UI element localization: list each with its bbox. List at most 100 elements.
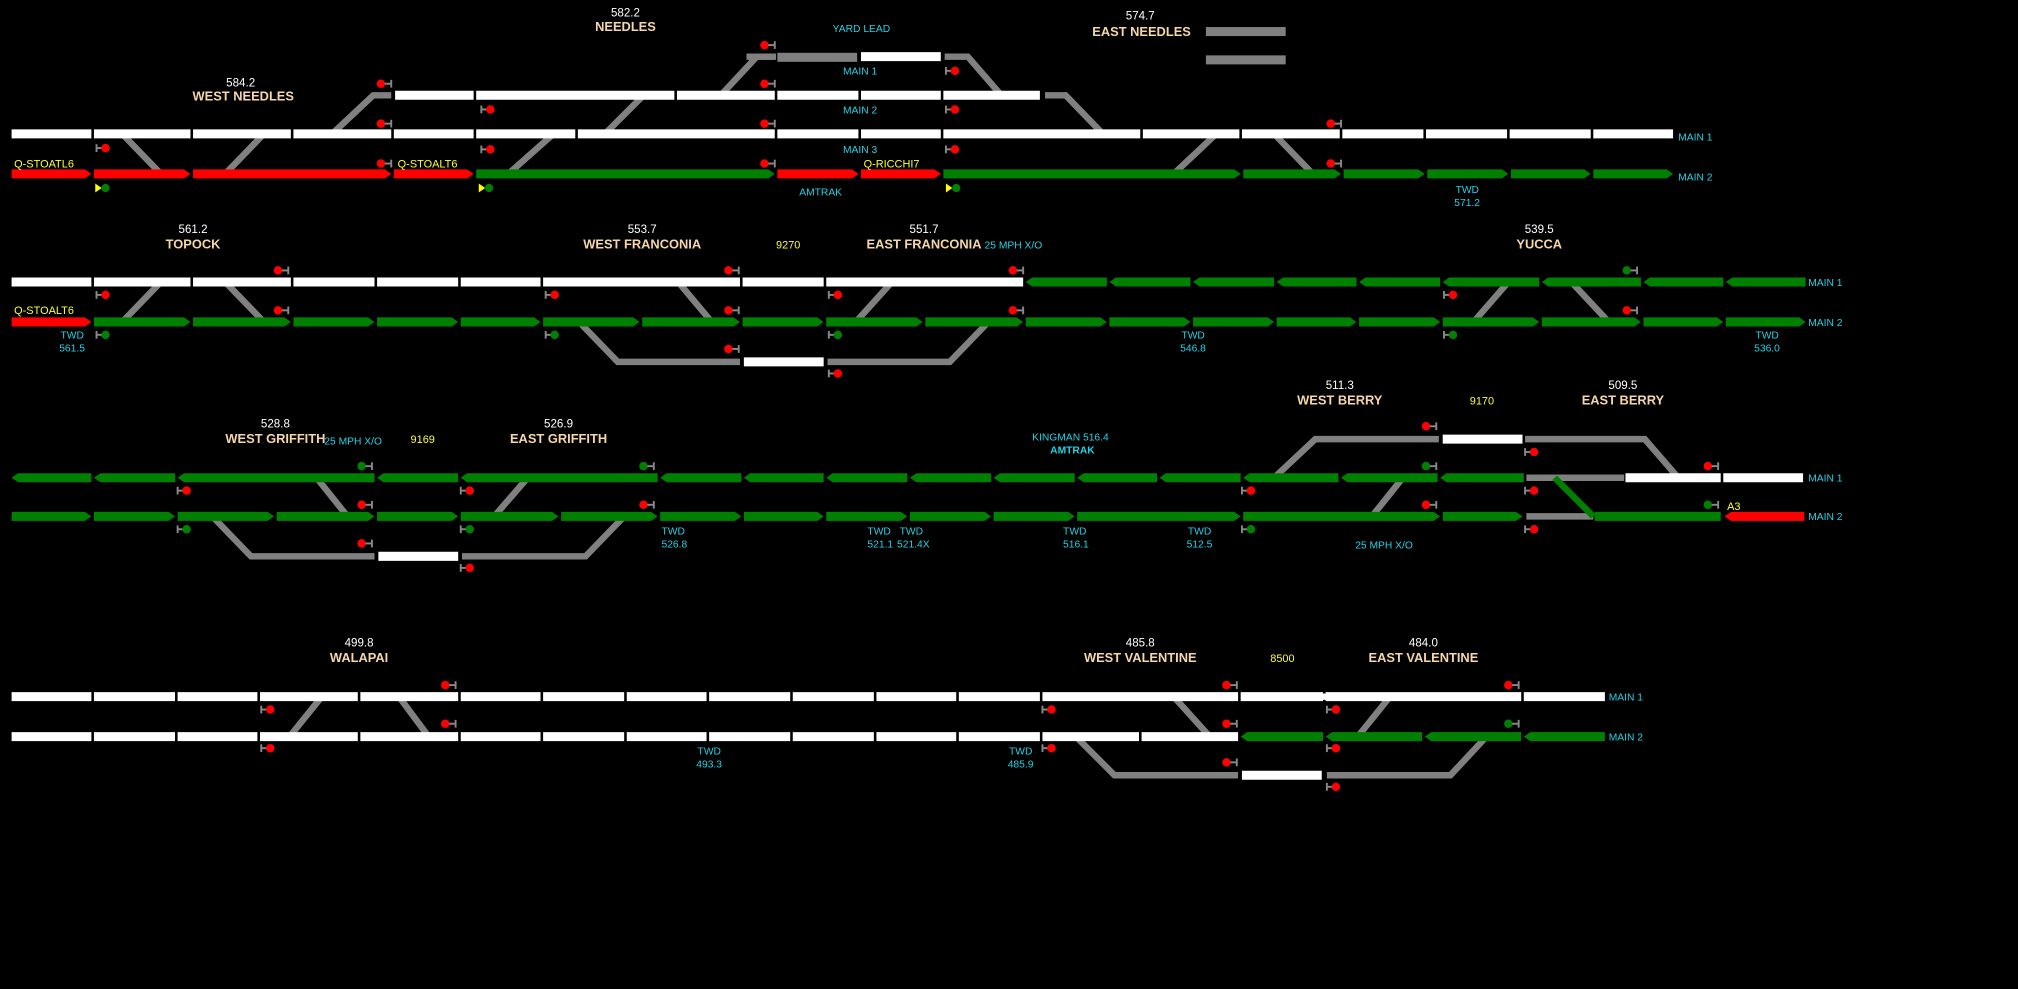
track-segment[interactable]: [860, 52, 941, 62]
station-east-franconia[interactable]: EAST FRANCONIA: [867, 237, 982, 252]
track-segment[interactable]: [1141, 732, 1239, 742]
crossover-switch[interactable]: [718, 53, 774, 98]
track-segment[interactable]: [993, 473, 1075, 483]
track-segment[interactable]: [1109, 277, 1191, 287]
station-east-griffith[interactable]: EAST GRIFFITH: [510, 431, 607, 446]
crossover-switch[interactable]: [1471, 279, 1511, 325]
crossover-switch[interactable]: [1045, 92, 1106, 137]
track-segment[interactable]: [1510, 169, 1591, 179]
track-segment[interactable]: [943, 90, 1040, 100]
track-segment[interactable]: [377, 473, 459, 483]
track-segment[interactable]: [460, 692, 541, 702]
track-segment[interactable]: [1342, 129, 1424, 139]
track-segment[interactable]: [1440, 473, 1524, 483]
track-segment[interactable]: [777, 90, 859, 100]
track-segment[interactable]: [476, 90, 675, 100]
train-tag-q-stoatl6[interactable]: Q-STOATL6: [14, 158, 74, 170]
track-segment[interactable]: [777, 169, 859, 179]
crossover-switch[interactable]: [827, 319, 991, 366]
signal-stop-icon[interactable]: [1443, 290, 1458, 300]
track-segment[interactable]: [1427, 169, 1509, 179]
track-segment[interactable]: [93, 511, 176, 521]
signal-stop-icon[interactable]: [273, 306, 290, 315]
crossover-switch[interactable]: [1073, 734, 1239, 779]
track-segment[interactable]: [11, 317, 92, 327]
track-segment[interactable]: [1442, 317, 1540, 327]
track-segment[interactable]: [1523, 692, 1605, 702]
signal-stop-icon[interactable]: [1524, 486, 1539, 495]
track-segment[interactable]: [826, 511, 908, 521]
track-segment[interactable]: [259, 692, 358, 702]
signal-clear-icon[interactable]: [459, 525, 474, 534]
signal-stop-icon[interactable]: [1222, 680, 1238, 690]
signal-approach-icon[interactable]: [478, 183, 494, 193]
track-segment[interactable]: [826, 473, 908, 483]
track-segment[interactable]: [1724, 511, 1805, 521]
signal-stop-icon[interactable]: [1008, 306, 1025, 315]
track-segment[interactable]: [11, 277, 92, 287]
crossover-switch[interactable]: [1569, 279, 1612, 325]
track-segment[interactable]: [943, 169, 1241, 179]
track-segment[interactable]: [93, 129, 191, 139]
crossover-switch[interactable]: [222, 279, 267, 325]
signal-stop-icon[interactable]: [544, 290, 559, 300]
crossover-switch[interactable]: [119, 131, 164, 177]
signal-stop-icon[interactable]: [1041, 705, 1056, 714]
crossover-switch[interactable]: [853, 279, 895, 325]
track-segment[interactable]: [1025, 277, 1107, 287]
track-segment[interactable]: [1523, 732, 1605, 742]
station-west-franconia[interactable]: WEST FRANCONIA: [583, 237, 701, 252]
signal-approach-icon[interactable]: [95, 183, 110, 193]
track-segment[interactable]: [1025, 317, 1107, 327]
station-west-berry[interactable]: WEST BERRY: [1297, 392, 1383, 407]
signal-stop-icon[interactable]: [1622, 306, 1639, 315]
track-segment[interactable]: [925, 317, 1024, 327]
crossover-switch[interactable]: [491, 475, 531, 519]
track-segment[interactable]: [193, 129, 291, 139]
crossover-lined[interactable]: [1552, 475, 1596, 519]
signal-stop-icon[interactable]: [1421, 421, 1438, 431]
track-segment[interactable]: [1276, 277, 1357, 287]
crossover-switch[interactable]: [462, 514, 627, 560]
track-segment[interactable]: [259, 732, 358, 742]
track-segment[interactable]: [860, 90, 941, 100]
track-segment[interactable]: [1625, 473, 1721, 483]
crossover-switch[interactable]: [329, 92, 392, 137]
signal-stop-icon[interactable]: [827, 369, 843, 378]
track-segment[interactable]: [993, 511, 1075, 521]
track-segment[interactable]: [1077, 511, 1241, 521]
signal-stop-icon[interactable]: [260, 743, 275, 753]
signal-stop-icon[interactable]: [827, 290, 843, 300]
track-segment[interactable]: [378, 551, 459, 561]
signal-clear-icon[interactable]: [357, 461, 373, 471]
track-segment[interactable]: [1193, 317, 1275, 327]
crossover-switch[interactable]: [1171, 694, 1213, 739]
signal-stop-icon[interactable]: [1326, 159, 1343, 168]
track-segment[interactable]: [676, 90, 775, 100]
signal-stop-icon[interactable]: [441, 680, 457, 690]
signal-stop-icon[interactable]: [95, 143, 110, 153]
track-segment[interactable]: [577, 129, 775, 139]
track-segment[interactable]: [93, 732, 176, 742]
signal-stop-icon[interactable]: [459, 486, 474, 495]
track-segment[interactable]: [1243, 511, 1441, 521]
crossover-switch[interactable]: [1355, 694, 1393, 739]
track-segment[interactable]: [1193, 277, 1275, 287]
train-tag-q-ricchi7[interactable]: Q-RICCHI7: [864, 158, 920, 170]
track-segment[interactable]: [1442, 434, 1523, 444]
track-segment[interactable]: [193, 317, 291, 327]
crossover-switch[interactable]: [314, 475, 350, 519]
track-segment[interactable]: [1725, 317, 1806, 327]
track-segment[interactable]: [1159, 473, 1241, 483]
signal-stop-icon[interactable]: [1325, 743, 1341, 753]
track-segment[interactable]: [1343, 169, 1425, 179]
track-segment[interactable]: [743, 511, 824, 521]
track-segment[interactable]: [626, 732, 707, 742]
track-segment[interactable]: [293, 317, 375, 327]
track-segment[interactable]: [543, 732, 625, 742]
track-segment[interactable]: [11, 511, 92, 521]
crossover-switch[interactable]: [1326, 734, 1489, 779]
track-segment[interactable]: [792, 692, 874, 702]
signal-stop-icon[interactable]: [760, 79, 776, 88]
track-segment[interactable]: [1643, 317, 1724, 327]
